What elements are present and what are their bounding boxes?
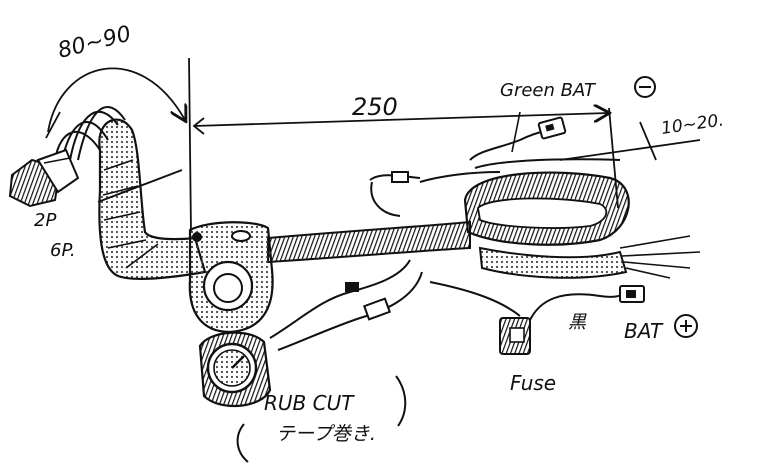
plus-circle-icon [674, 314, 698, 338]
label-bat: BAT [624, 319, 664, 343]
label-10-20: 10~20. [660, 110, 725, 139]
right-tail-bundle [478, 246, 628, 279]
bat-plus-connector [619, 285, 645, 303]
label-green-bat: Green BAT [500, 80, 597, 101]
note-bracket-right [395, 375, 407, 427]
branch-wires [269, 259, 521, 351]
right-tail-wires [619, 235, 701, 279]
round-sensor [198, 331, 272, 408]
inline-clamp [362, 297, 392, 321]
label-tape-note: テープ巻き. [276, 423, 376, 445]
label-2p: 2P [34, 210, 56, 231]
fuse-holder [499, 317, 531, 355]
minus-circle-icon [634, 76, 656, 98]
reference-line [188, 57, 192, 233]
tie-wrap [97, 169, 183, 203]
small-clip [391, 171, 409, 183]
left-connector-wires [54, 106, 126, 161]
dimension-arc-80-90 [47, 67, 185, 133]
main-corrugated-tube [267, 220, 471, 264]
label-fuse: Fuse [510, 371, 556, 395]
green-bat-connector [537, 116, 567, 140]
dimension-line-250 [193, 113, 608, 127]
label-80-90: 80~90 [55, 22, 133, 64]
dimension-10-20 [559, 121, 701, 161]
note-bracket-left [236, 423, 249, 463]
coiled-loop [463, 171, 630, 246]
left-connector [8, 148, 80, 208]
left-wrapped-bundle [98, 118, 207, 281]
mounting-bracket [188, 221, 274, 334]
label-6p: 6P. [50, 240, 76, 261]
bat-plus-wire [529, 293, 625, 321]
inline-connector [345, 282, 359, 292]
left-bundle-wraps [102, 159, 159, 269]
label-black: 黒 [568, 312, 587, 333]
label-250: 250 [352, 93, 398, 121]
label-rub-cut: RUB CUT [264, 391, 355, 415]
